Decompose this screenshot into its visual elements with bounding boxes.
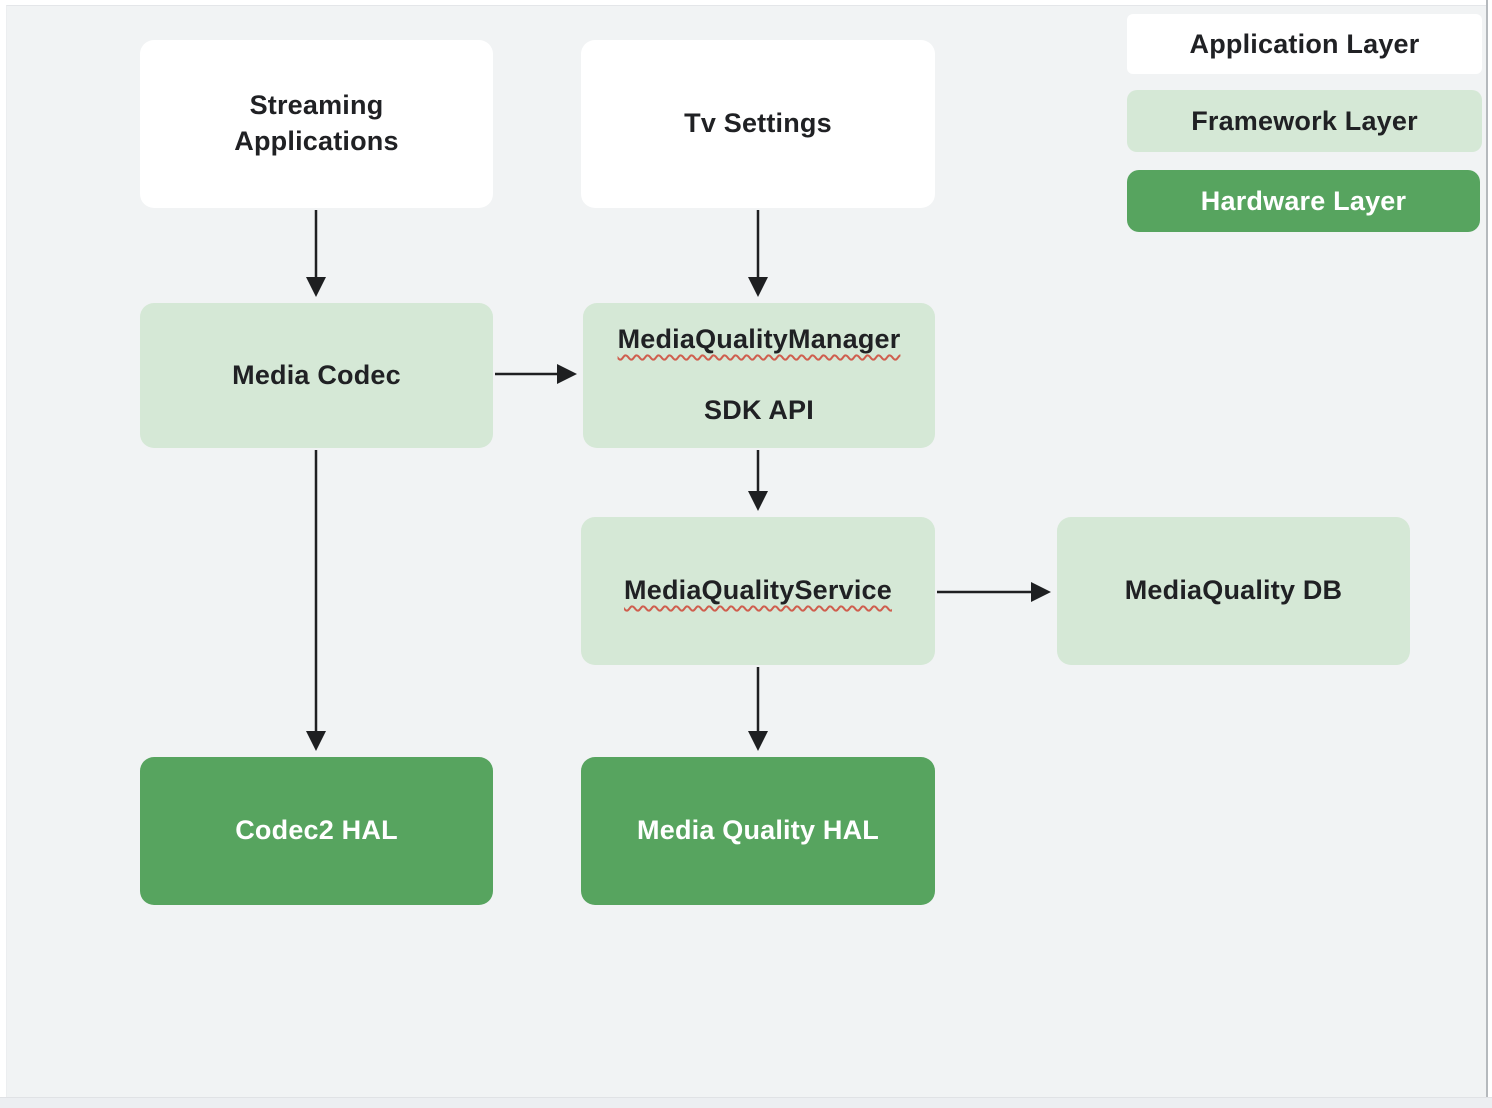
node-codec2-hal: Codec2 HAL xyxy=(140,757,493,905)
node-mediaqualitymanager-line2: SDK API xyxy=(704,395,814,426)
node-codec2-hal-label: Codec2 HAL xyxy=(235,815,398,846)
node-mediaqualityservice: MediaQualityService xyxy=(581,517,935,665)
page-bottom-strip xyxy=(0,1097,1492,1108)
legend-hardware-layer-label: Hardware Layer xyxy=(1200,185,1407,216)
node-media-quality-hal: Media Quality HAL xyxy=(581,757,935,905)
node-streaming-applications-label: Streaming Applications xyxy=(234,90,399,156)
node-mediaqualitymanager-sdk-api: MediaQualityManager SDK API xyxy=(583,303,935,448)
node-media-codec: Media Codec xyxy=(140,303,493,448)
node-tv-settings-label: Tv Settings xyxy=(684,108,832,139)
scrollbar[interactable] xyxy=(1486,0,1488,1097)
node-mediaqualitymanager-line1: MediaQualityManager xyxy=(617,324,901,355)
node-media-quality-hal-label: Media Quality HAL xyxy=(637,815,879,846)
node-media-codec-label: Media Codec xyxy=(232,359,401,390)
legend-framework-layer-label: Framework Layer xyxy=(1191,105,1418,136)
legend-application-layer-label: Application Layer xyxy=(1189,28,1420,59)
node-mediaquality-db: MediaQuality DB xyxy=(1057,517,1410,665)
legend-application-layer: Application Layer xyxy=(1127,14,1482,74)
node-tv-settings: Tv Settings xyxy=(581,40,935,208)
node-mediaquality-db-label: MediaQuality DB xyxy=(1124,575,1343,606)
legend-framework-layer: Framework Layer xyxy=(1127,90,1482,152)
node-mediaqualityservice-label: MediaQualityService xyxy=(624,575,892,606)
node-streaming-applications: Streaming Applications xyxy=(140,40,493,208)
legend-hardware-layer: Hardware Layer xyxy=(1127,170,1480,232)
